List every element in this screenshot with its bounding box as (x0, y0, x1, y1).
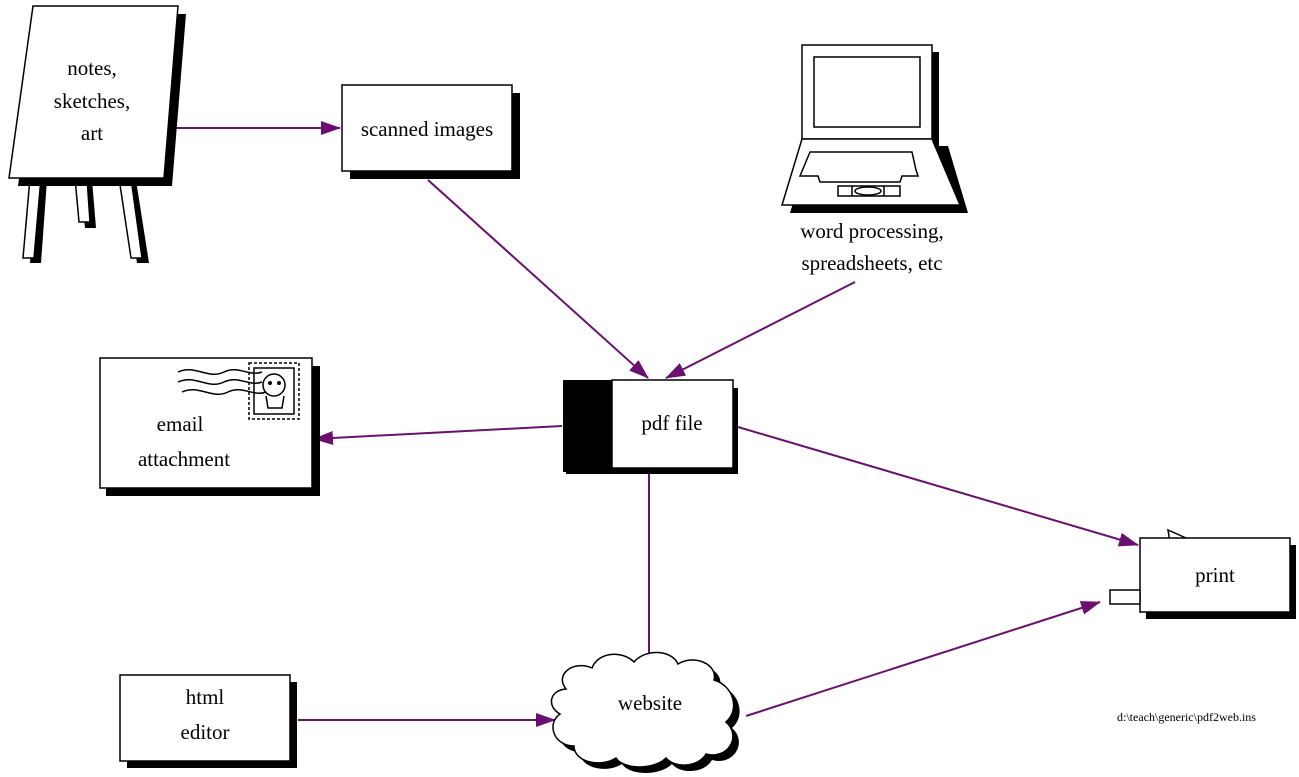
html-editor-label-line-1: html (186, 685, 225, 709)
edge-pdf-to-email (313, 425, 563, 445)
html-editor-node: html editor (119, 674, 297, 768)
stamp-icon (248, 362, 300, 420)
laptop-icon (780, 44, 968, 213)
edge-scanned-to-pdf (427, 179, 649, 379)
connectors (165, 121, 1139, 727)
website-node: website (550, 651, 740, 773)
easel-node: notes, sketches, art (8, 5, 186, 263)
email-attachment-node: email attachment (99, 357, 320, 496)
laptop-label-line-1: word processing, (800, 219, 943, 243)
pdf-file-label: pdf file (641, 411, 702, 435)
printer-icon (1109, 528, 1296, 619)
edge-website-to-print (745, 601, 1101, 717)
postmark-lines (177, 369, 267, 395)
print-label: print (1195, 563, 1235, 587)
easel-label-line-1: notes, (67, 56, 117, 80)
edge-pdf-to-print (737, 426, 1139, 547)
scanned-images-node: scanned images (341, 84, 520, 179)
easel-label-line-3: art (81, 121, 103, 145)
easel-label-line-2: sketches, (54, 89, 130, 113)
email-label-line-2: attachment (138, 447, 230, 471)
website-label: website (618, 691, 682, 715)
print-node: print (1109, 528, 1296, 619)
email-label-line-1: email (157, 412, 204, 436)
easel-icon (8, 5, 186, 263)
laptop-node: word processing, spreadsheets, etc (780, 44, 968, 275)
scanned-images-label: scanned images (361, 117, 493, 141)
footer-file-path: d:\teach\generic\pdf2web.ins (1117, 710, 1256, 724)
pdf-file-node: pdf file (563, 379, 738, 474)
cloud-icon (550, 651, 740, 773)
edge-laptop-to-pdf (665, 281, 856, 379)
laptop-label-line-2: spreadsheets, etc (801, 251, 942, 275)
html-editor-label-line-2: editor (181, 720, 230, 744)
